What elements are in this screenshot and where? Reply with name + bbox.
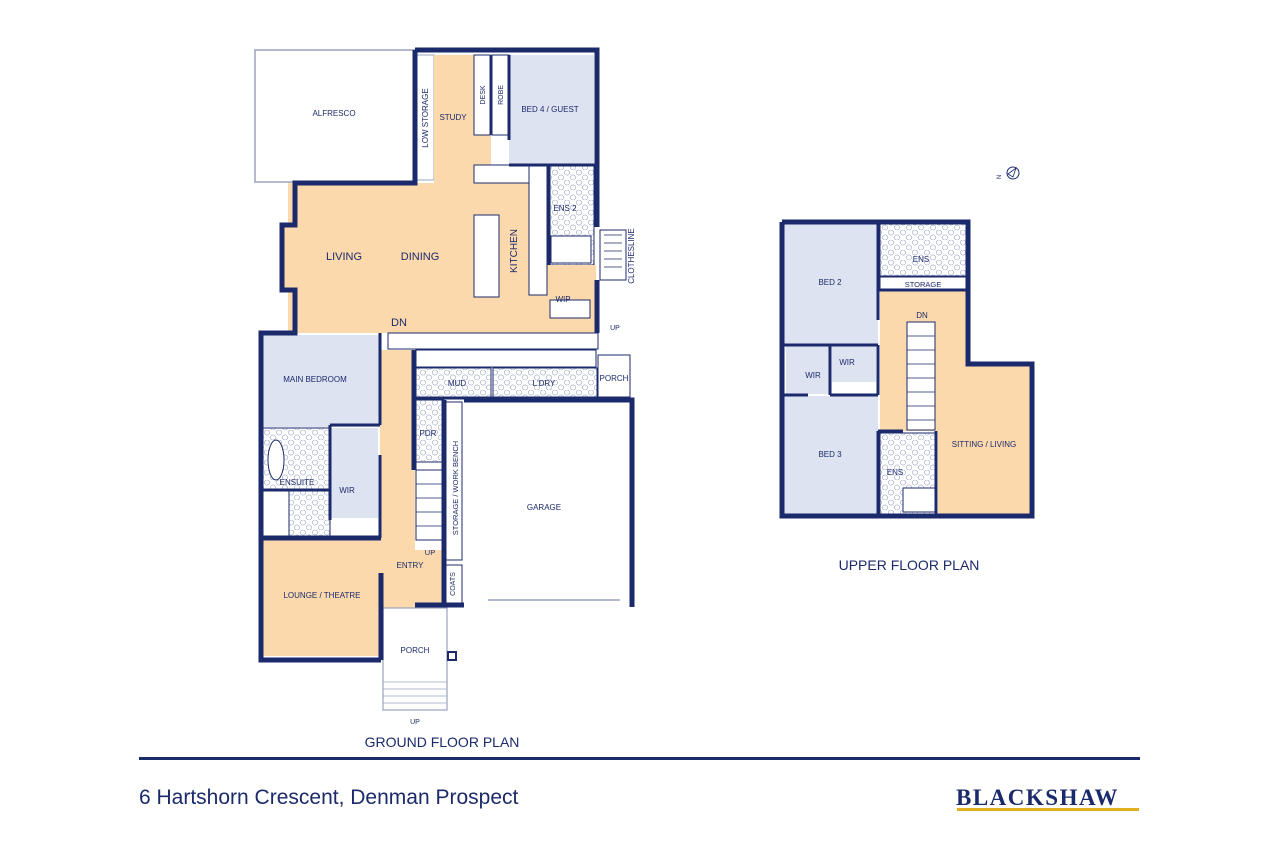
- label-up-stairs: UP: [425, 548, 435, 557]
- label-dining: DINING: [401, 251, 440, 263]
- label-sitting: SITTING / LIVING: [952, 440, 1016, 449]
- kitchen-island: [473, 214, 500, 298]
- room-garage: [464, 402, 630, 607]
- brand-logo: BLACKSHAW: [956, 785, 1120, 810]
- label-coats: COATS: [450, 572, 457, 596]
- upper-floor-title: UPPER FLOOR PLAN: [839, 557, 980, 573]
- room-study: [434, 55, 475, 183]
- label-bed4: BED 4 / GUEST: [521, 105, 578, 114]
- label-mud: MUD: [448, 379, 466, 388]
- label-up-side: UP: [610, 325, 620, 332]
- room-mud: [415, 367, 492, 399]
- label-entry: ENTRY: [397, 561, 425, 570]
- room-lounge: [263, 538, 381, 656]
- label-pdr: PDR: [420, 429, 437, 438]
- north-arrow-icon: [1006, 166, 1020, 180]
- label-storage-bench: STORAGE / WORK BENCH: [451, 441, 460, 535]
- label-dn-upper: DN: [916, 311, 928, 320]
- upper-exterior-walls: [779, 219, 1035, 519]
- clothesline: [599, 229, 627, 281]
- label-main-bedroom: MAIN BEDROOM: [283, 375, 347, 384]
- ground-exterior-walls: [258, 47, 635, 663]
- room-pdr: [415, 399, 445, 463]
- label-lounge: LOUNGE / THEATRE: [283, 591, 360, 600]
- label-porch-side: PORCH: [600, 374, 629, 383]
- property-address: 6 Hartshorn Crescent, Denman Prospect: [139, 786, 519, 809]
- ground-floor-title: GROUND FLOOR PLAN: [365, 734, 520, 750]
- label-wir: WIR: [339, 486, 355, 495]
- label-ens-upper: ENS: [913, 255, 929, 264]
- label-porch-front: PORCH: [401, 646, 430, 655]
- label-alfresco: ALFRESCO: [312, 109, 355, 118]
- room-wir: [330, 428, 378, 518]
- room-sitting-living: [938, 366, 1030, 514]
- kitchen-bench: [473, 164, 530, 184]
- label-living: LIVING: [326, 251, 362, 263]
- label-storage-upper: STORAGE: [905, 280, 942, 289]
- label-ens2: ENS 2: [553, 204, 577, 213]
- label-dn: DN: [391, 317, 407, 329]
- room-side-porch: [597, 354, 631, 398]
- label-bed3: BED 3: [818, 450, 842, 459]
- label-wir-upper-1: WIR: [805, 371, 821, 380]
- room-ens-upper: [879, 223, 967, 277]
- room-main-bedroom: [263, 335, 379, 427]
- label-wip: WIP: [555, 295, 570, 304]
- room-living-dining: [288, 183, 550, 333]
- room-bed2: [784, 224, 878, 344]
- label-desk: DESK: [480, 85, 487, 104]
- room-bed4: [509, 55, 594, 165]
- room-front-porch: [382, 607, 448, 711]
- room-alfresco: [254, 49, 416, 183]
- ground-interior-walls: [261, 55, 597, 538]
- brand-underline: [957, 808, 1139, 811]
- label-clothesline: CLOTHESLINE: [627, 228, 636, 284]
- room-wir-upper-1: [786, 346, 830, 394]
- label-kitchen: KITCHEN: [509, 229, 520, 273]
- label-low-storage: LOW STORAGE: [421, 88, 430, 147]
- room-bed3: [784, 396, 878, 514]
- label-ldry: L'DRY: [533, 379, 556, 388]
- ground-floor-plan: [254, 47, 635, 711]
- upper-floor-plan: [779, 219, 1035, 519]
- upper-interior-walls: [784, 222, 970, 514]
- label-ensuite: ENSUITE: [280, 478, 315, 487]
- stairs-ground: [415, 469, 445, 541]
- label-robe: ROBE: [498, 85, 505, 105]
- label-bed2: BED 2: [818, 278, 842, 287]
- label-ens-upper-2: ENS: [887, 468, 903, 477]
- label-wir-upper-2: WIR: [839, 358, 855, 367]
- footer-divider: [139, 757, 1140, 760]
- label-garage: GARAGE: [527, 503, 561, 512]
- compass-letter: N: [997, 175, 1003, 179]
- label-up-front: UP: [410, 719, 420, 726]
- room-wir-upper-2: [832, 346, 876, 382]
- label-study: STUDY: [439, 113, 467, 122]
- stairs-upper: [906, 321, 936, 431]
